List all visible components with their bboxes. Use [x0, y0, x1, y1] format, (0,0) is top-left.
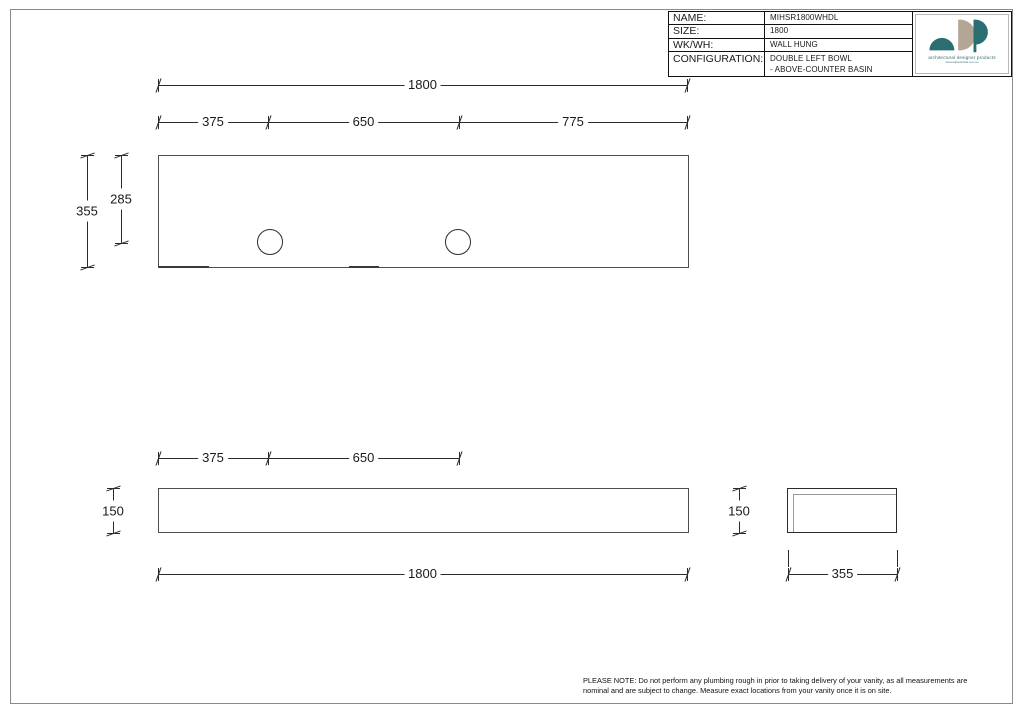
- company-logo: architectural designer products www.adpa…: [915, 14, 1009, 74]
- dim-label-side-355: 355: [827, 565, 858, 582]
- dim-label-elev-overall-1800: 1800: [404, 565, 441, 582]
- dim-tick-bottom: [732, 528, 747, 539]
- title-label-configuration: CONFIGURATION:: [669, 52, 765, 77]
- logo-cell: architectural designer products www.adpa…: [912, 11, 1012, 77]
- dim-label-depth-285: 285: [110, 188, 132, 210]
- dim-tick-bottom: [106, 528, 121, 539]
- dim-label-elev-150: 150: [102, 500, 124, 521]
- dim-plan-depth-355: 355: [76, 155, 98, 268]
- title-row-name: NAME: MIHSR1800WHDL: [669, 12, 912, 26]
- tap-hole-right: [445, 229, 471, 255]
- title-value-name: MIHSR1800WHDL: [765, 12, 912, 24]
- dim-tick-bottom: [80, 262, 95, 273]
- dim-label-depth-355: 355: [76, 200, 98, 222]
- plan-view-outline: [158, 155, 689, 268]
- sheet-border: [10, 9, 1013, 704]
- dim-plan-overall-1800: 1800: [158, 76, 688, 93]
- dim-elev-seg-375: 375: [158, 449, 269, 466]
- title-row-wkwh: WK/WH: WALL HUNG: [669, 39, 912, 53]
- dim-side-height-150: 150: [728, 488, 750, 534]
- dim-side-depth-355: 355: [788, 565, 898, 582]
- tap-hole-left: [257, 229, 283, 255]
- ext-line-side-left: [788, 550, 789, 567]
- ext-line-side-right: [897, 550, 898, 567]
- dim-label-seg-650: 650: [348, 113, 379, 130]
- dim-label-elev-650: 650: [348, 449, 379, 466]
- title-value-wkwh-text: WALL HUNG: [770, 39, 818, 49]
- title-value-size-text: 1800: [770, 26, 789, 36]
- side-view-bevel-vertical: [793, 494, 794, 532]
- side-view-bevel-horizontal: [793, 494, 896, 495]
- logo-tagline: architectural designer products: [928, 55, 996, 60]
- title-value-size: 1800: [765, 25, 912, 37]
- dim-label-side-150: 150: [728, 500, 750, 521]
- logo-url: www.adpaustralia.com.au: [945, 60, 979, 64]
- dim-elev-height-150: 150: [102, 488, 124, 534]
- dim-label-seg-375: 375: [198, 113, 228, 130]
- footer-note: PLEASE NOTE: Do not perform any plumbing…: [583, 676, 968, 695]
- title-label-name: NAME:: [669, 12, 765, 25]
- dim-label-elev-375: 375: [198, 449, 228, 466]
- dim-tick-bottom: [114, 238, 129, 249]
- side-view-outline: [787, 488, 897, 533]
- dim-label-overall-1800: 1800: [404, 76, 441, 93]
- title-block: NAME: MIHSR1800WHDL SIZE: 1800 WK/WH: WA…: [668, 11, 1012, 77]
- dim-elev-overall-1800: 1800: [158, 565, 688, 582]
- title-value-wkwh: WALL HUNG: [765, 39, 912, 51]
- dim-plan-seg-650: 650: [268, 113, 460, 130]
- logo-mark-icon: [929, 19, 988, 53]
- title-block-table: NAME: MIHSR1800WHDL SIZE: 1800 WK/WH: WA…: [668, 11, 912, 77]
- dim-plan-depth-285: 285: [110, 155, 132, 244]
- title-label-wkwh: WK/WH:: [669, 39, 765, 52]
- plan-front-edge-segment-left: [159, 266, 209, 268]
- dim-plan-seg-775: 775: [459, 113, 688, 130]
- dim-plan-seg-375: 375: [158, 113, 269, 130]
- dim-tick-top: [732, 483, 747, 494]
- elevation-view-outline: [158, 488, 689, 533]
- title-value-configuration-line1: DOUBLE LEFT BOWL: [770, 54, 852, 64]
- title-row-size: SIZE: 1800: [669, 25, 912, 39]
- dim-tick-top: [114, 150, 129, 161]
- title-value-configuration-line2: - ABOVE-COUNTER BASIN: [770, 64, 873, 74]
- title-label-size: SIZE:: [669, 25, 765, 38]
- dim-elev-seg-650: 650: [268, 449, 460, 466]
- title-value-name-text: MIHSR1800WHDL: [770, 12, 839, 22]
- plan-front-edge-segment-center: [349, 266, 379, 268]
- dim-tick-top: [80, 150, 95, 161]
- title-row-configuration: CONFIGURATION: DOUBLE LEFT BOWL - ABOVE-…: [669, 52, 912, 77]
- dim-tick-top: [106, 483, 121, 494]
- title-value-configuration: DOUBLE LEFT BOWL - ABOVE-COUNTER BASIN: [765, 52, 912, 76]
- dim-label-seg-775: 775: [558, 113, 588, 130]
